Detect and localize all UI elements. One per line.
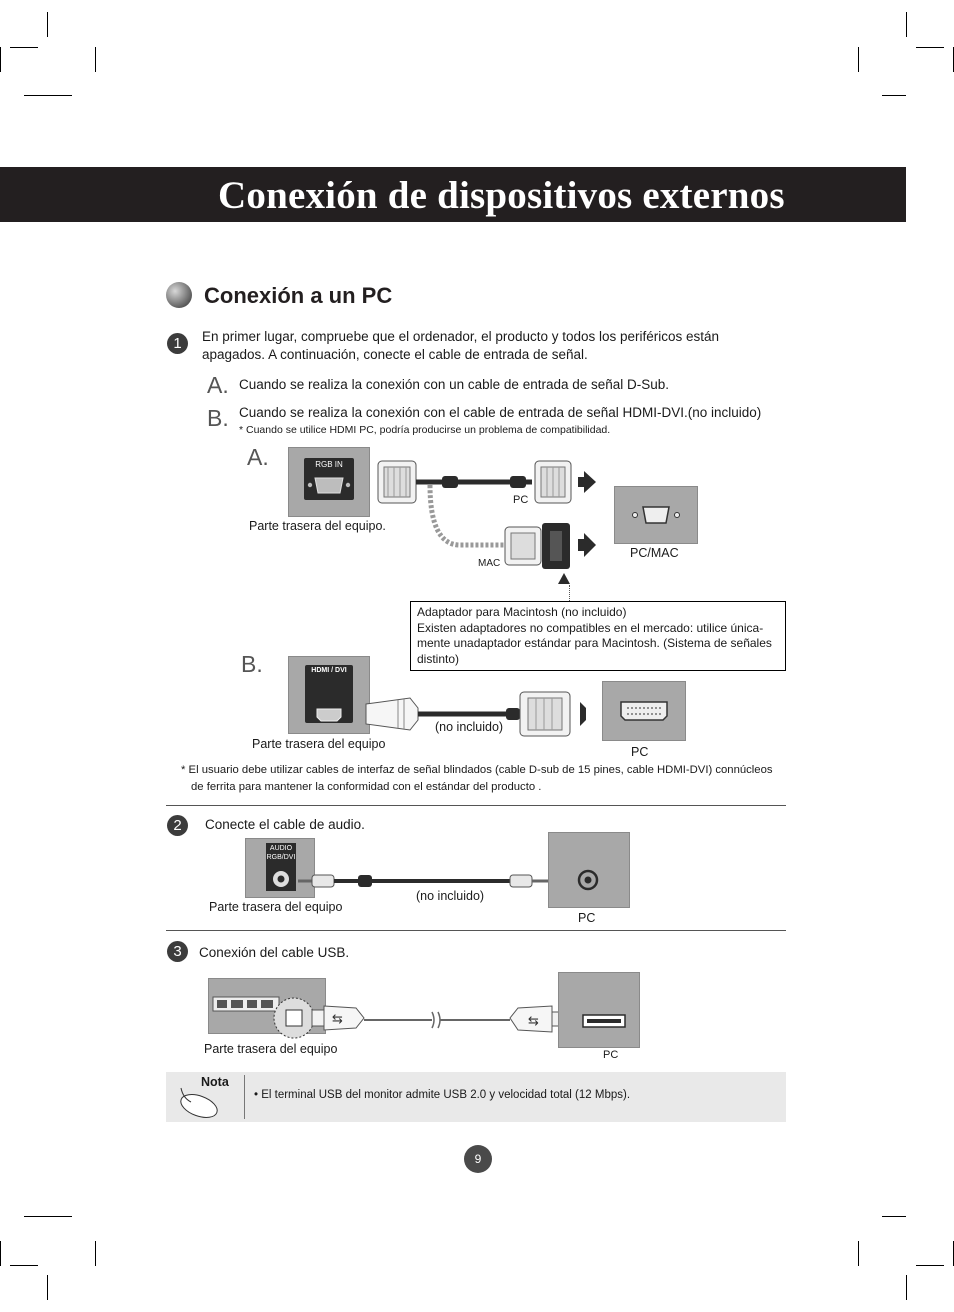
audio-jack-icon xyxy=(273,871,289,887)
pc-usb-panel xyxy=(558,972,640,1048)
step-2-number: 2 xyxy=(167,815,188,836)
adapter-note-line-1: Adaptador para Macintosh (no incluido) xyxy=(417,605,627,619)
option-b-letter: B. xyxy=(207,405,229,431)
step-1-number: 1 xyxy=(167,333,188,354)
diagram-a-rear-label: Parte trasera del equipo. xyxy=(249,519,386,533)
step-2-not-included: (no incluido) xyxy=(416,889,485,903)
pc-dsub-port-icon xyxy=(632,506,680,524)
pc-dvi-panel xyxy=(602,681,686,741)
footnote-line-2: de ferrita para mantener la conformidad … xyxy=(191,781,542,793)
pc-audio-panel xyxy=(548,832,630,908)
mouse-note-icon xyxy=(180,1087,218,1118)
dsub-cable-illustration xyxy=(377,460,596,584)
svg-text:⇆: ⇆ xyxy=(332,1012,343,1027)
adapter-pointer xyxy=(569,585,571,601)
step-2-rear-label: Parte trasera del equipo xyxy=(209,900,343,914)
step-2-pc-label: PC xyxy=(578,911,596,925)
pc-audio-jack-icon xyxy=(577,869,599,891)
pc-usb-port-icon xyxy=(582,1014,626,1028)
step-1-text: En primer lugar, compruebe que el ordena… xyxy=(202,328,782,364)
step-3-number: 3 xyxy=(167,941,188,962)
audio-port-label: AUDIO xyxy=(269,845,293,852)
note-text: • El terminal USB del monitor admite USB… xyxy=(254,1089,631,1101)
step-1-line-2: apagados. A continuación, conecte el cab… xyxy=(202,347,588,362)
shielded-cable-footnote: * El usuario debe utilizar cables de int… xyxy=(181,762,791,796)
note-separator xyxy=(244,1075,245,1119)
footnote-line-1: * El usuario debe utilizar cables de int… xyxy=(181,764,773,776)
page-title: Conexión de dispositivos externos xyxy=(218,174,785,217)
diagram-a-mac-label: MAC xyxy=(478,558,501,569)
step-3-text: Conexión del cable USB. xyxy=(199,945,350,960)
diagram-b-rear-label: Parte trasera del equipo xyxy=(252,737,386,751)
divider-1 xyxy=(166,805,786,806)
dsub-port-icon xyxy=(307,477,351,494)
rgb-in-port-label: RGB IN xyxy=(315,460,343,469)
monitor-rear-panel-a: RGB IN xyxy=(288,447,370,517)
diagram-a-pc-label: PC xyxy=(513,494,529,506)
hdmi-dvi-port-label: HDMI / DVI xyxy=(311,667,347,674)
page-number: 9 xyxy=(464,1145,492,1173)
diagram-a-letter: A. xyxy=(247,444,269,470)
option-a-letter: A. xyxy=(207,372,229,398)
diagram-b-letter: B. xyxy=(241,651,263,677)
adapter-note-line-4: distinto) xyxy=(417,651,460,666)
step-3-rear-label: Parte trasera del equipo xyxy=(204,1042,338,1056)
title-bar: Conexión de dispositivos externos xyxy=(0,167,906,222)
diagram-a-pcmac-label: PC/MAC xyxy=(630,546,679,560)
diagram-b-not-included: (no incluido) xyxy=(435,720,504,734)
pc-dsub-panel xyxy=(614,486,698,544)
option-b-note: * Cuando se utilice HDMI PC, podría prod… xyxy=(239,424,611,436)
note-label: Nota xyxy=(201,1075,229,1089)
rear-ports-strip-icon xyxy=(212,996,280,1012)
rgb-dvi-port-label: RGB/DVI xyxy=(266,854,296,861)
audio-cable-illustration xyxy=(298,874,554,888)
option-a-text: Cuando se realiza la conexión con un cab… xyxy=(239,377,670,392)
note-box xyxy=(166,1072,786,1122)
svg-text:⇆: ⇆ xyxy=(528,1014,539,1029)
monitor-rear-panel-b: HDMI / DVI xyxy=(288,656,370,734)
diagram-b-pc-label: PC xyxy=(631,745,649,759)
step-2-text: Conecte el cable de audio. xyxy=(205,817,365,832)
step-1-line-1: En primer lugar, compruebe que el ordena… xyxy=(202,329,720,344)
pc-dvi-port-icon xyxy=(620,701,668,721)
hdmi-dvi-cable-illustration xyxy=(365,691,586,737)
step-3-pc-label: PC xyxy=(603,1049,619,1061)
section-title: Conexión a un PC xyxy=(204,283,393,308)
adapter-note-line-2: Existen adaptadores no compatibles en el… xyxy=(417,620,764,635)
section-bullet-icon xyxy=(166,282,192,308)
mac-adapter-note-box: Adaptador para Macintosh (no incluido) E… xyxy=(410,601,786,671)
divider-2 xyxy=(166,930,786,931)
monitor-audio-panel: AUDIO RGB/DVI xyxy=(245,838,315,898)
hdmi-port-icon xyxy=(316,708,342,722)
adapter-note-line-3: mente unadaptador estándar para Macintos… xyxy=(417,636,772,650)
option-b-text: Cuando se realiza la conexión con el cab… xyxy=(239,405,762,420)
